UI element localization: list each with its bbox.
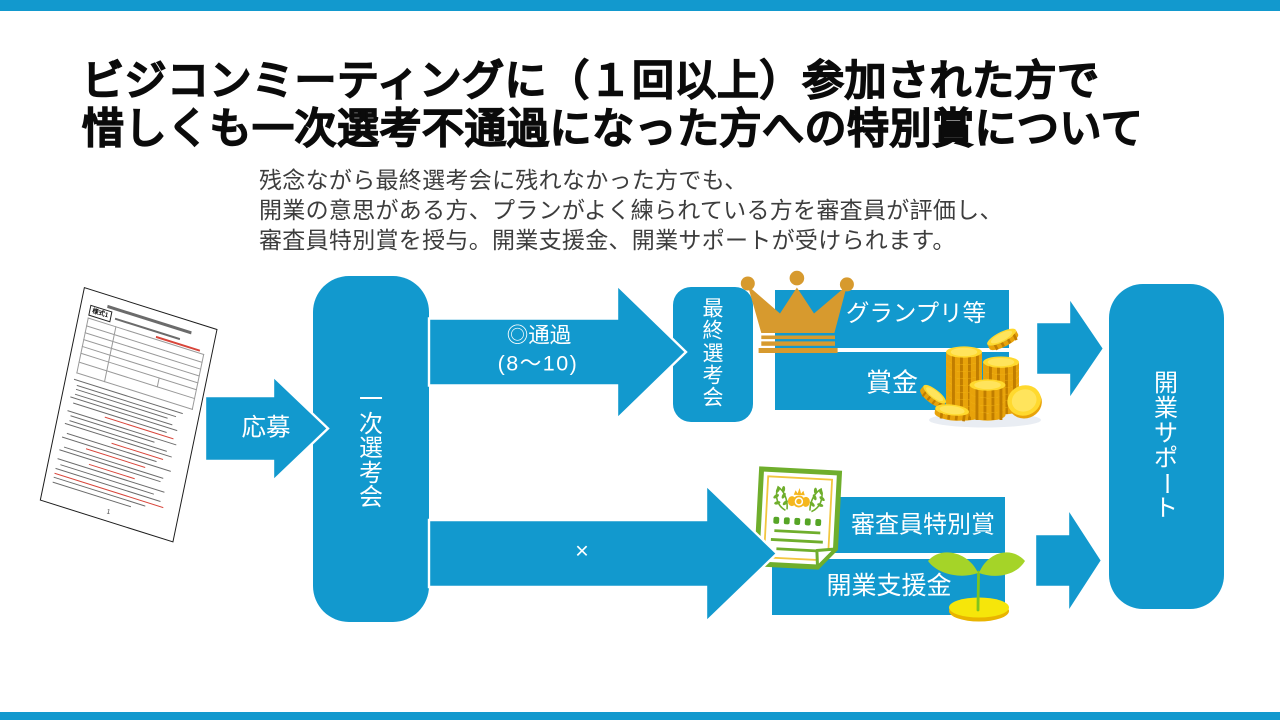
pass-arrow-label-1: ◎通過	[506, 323, 572, 348]
pass-arrow	[427, 282, 688, 422]
grand-prize-box-label: グランプリ等	[845, 300, 987, 326]
certificate-dots	[773, 516, 822, 527]
certificate-emblem	[773, 485, 825, 513]
bottom-accent-bar	[0, 712, 1280, 720]
prize-money-box-label: 賞金	[865, 367, 919, 398]
title-line-2: 惜しくも一次選考不通過になった方への特別賞について	[81, 104, 1144, 152]
fail-arrow	[427, 482, 779, 625]
first-round-box	[313, 276, 429, 622]
final-round-box-label: 最終選考会	[702, 297, 724, 410]
final-round-box	[673, 287, 753, 422]
fail-arrow-label: ×	[575, 537, 589, 564]
support-box-label: 開業サポート	[1152, 370, 1180, 522]
intro-line-3: 審査員特別賞を授与。開業支援金、開業サポートが受けられます。	[259, 227, 956, 253]
coin-flat	[934, 404, 970, 422]
coins-icon	[920, 328, 1042, 428]
special-award-box-label: 審査員特別賞	[851, 511, 995, 539]
first-round-box-label: 一次選考会	[359, 385, 383, 511]
top-accent-bar	[0, 0, 1280, 11]
apply-arrow-label: 応募	[241, 414, 291, 442]
support-arrow-bottom	[1033, 503, 1104, 618]
slide-title: ビジコンミーティングに（１回以上）参加された方で惜しくも一次選考不通過になった方…	[81, 56, 1144, 153]
coin-stack-front	[969, 379, 1006, 421]
intro-paragraph: 残念ながら最終選考会に残れなかった方でも、開業の意思がある方、プランがよく練られ…	[259, 165, 1003, 255]
intro-line-1: 残念ながら最終選考会に残れなかった方でも、	[259, 167, 748, 193]
startup-fund-box-label: 開業支援金	[826, 572, 952, 600]
crown-icon	[740, 270, 854, 353]
coin-big-right	[1007, 385, 1042, 419]
intro-line-2: 開業の意思がある方、プランがよく練られている方を審査員が評価し、	[259, 197, 1003, 223]
sprout-icon	[928, 552, 1025, 622]
support-arrow-top	[1034, 293, 1106, 404]
coin-flying	[987, 328, 1019, 351]
certificate-lines	[770, 529, 823, 553]
pass-arrow-label-2: (8～10)	[497, 351, 579, 376]
apply-arrow	[203, 373, 330, 484]
support-box	[1109, 284, 1224, 609]
title-line-1: ビジコンミーティングに（１回以上）参加された方で	[81, 56, 1100, 104]
